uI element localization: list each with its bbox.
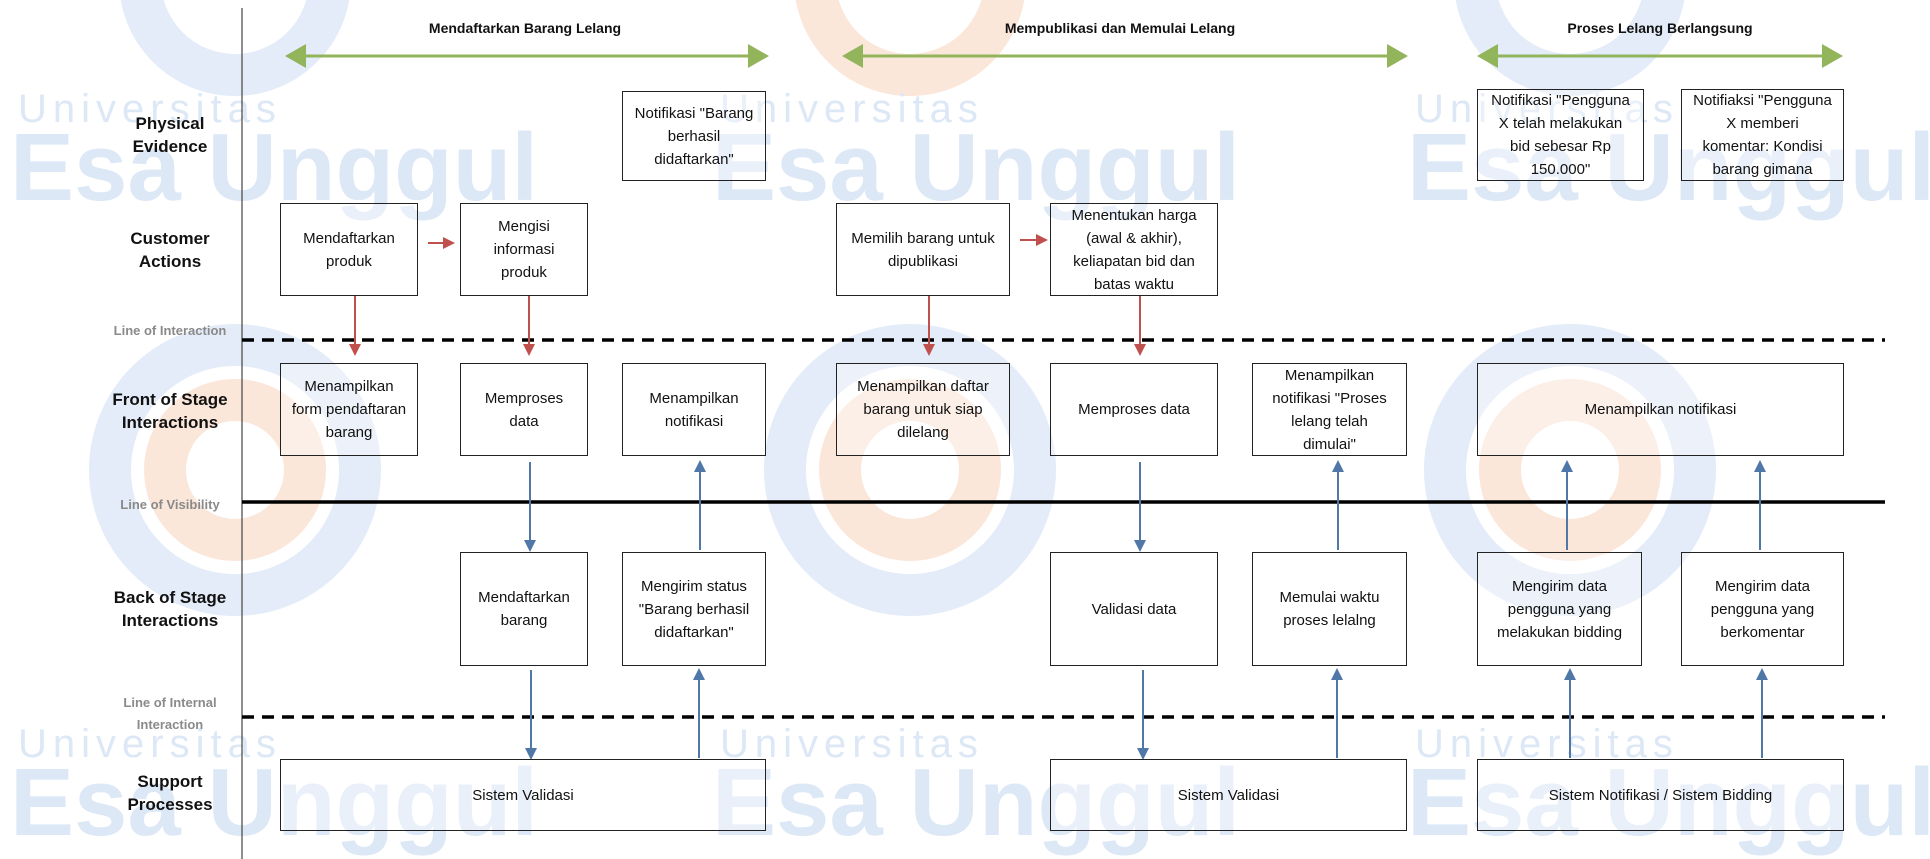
watermark-small: Universitas: [1415, 722, 1679, 766]
back-stage-box: Mengirim data pengguna yang berkomentar: [1681, 552, 1844, 666]
back-stage-box: Mengirim status "Barang berhasil didafta…: [622, 552, 766, 666]
back-stage-box: Mengirim data pengguna yang melakukan bi…: [1477, 552, 1642, 666]
watermark-large: Esa Unggul: [1407, 749, 1930, 856]
phase-label: Mempublikasi dan Memulai Lelang: [1004, 20, 1236, 36]
front-stage-box: Memproses data: [460, 363, 588, 456]
box-text: Sistem Validasi: [472, 786, 574, 804]
customer-action-box: Mendaftarkan produk: [280, 203, 418, 296]
line-label-visibility: Line of Visibility: [120, 497, 220, 512]
watermark-large: Esa Unggul: [10, 114, 538, 221]
front-stage-box: Menampilkan daftar barang untuk siap dil…: [836, 363, 1010, 456]
watermark-small: Universitas: [720, 87, 984, 131]
box-text: Memulai waktu proses lelalng: [1279, 589, 1380, 629]
customer-action-box: Menentukan harga (awal & akhir), keliapa…: [1050, 203, 1218, 296]
box-text: Mendaftarkan produk: [303, 229, 395, 270]
phase-label: Proses Lelang Berlangsung: [1567, 20, 1753, 36]
watermark-ring: [89, 324, 381, 616]
physical-evidence-box: Notifikasi "Pengguna X telah melakukan b…: [1477, 89, 1644, 181]
customer-action-box: Mengisi informasi produk: [460, 203, 588, 296]
row-label-front-of-stage: Front of Stage Interactions: [112, 390, 228, 432]
box-text: Menampilkan notifikasi: [1584, 401, 1737, 418]
watermark-ring: [1424, 324, 1716, 616]
box-text: Memilih barang untuk dipublikasi: [851, 229, 995, 270]
watermark-ring: [1455, 0, 1685, 96]
watermark-large: Esa Unggul: [712, 749, 1240, 856]
box-text: Menentukan harga (awal & akhir), keliapa…: [1071, 206, 1197, 293]
box-text: Sistem Validasi: [1177, 786, 1280, 804]
row-label-back-of-stage: Back of Stage Interactions: [113, 588, 227, 630]
box-text: Notifikasi "Barang berhasil didaftarkan": [634, 104, 754, 168]
front-stage-box: Menampilkan notifikasi: [1477, 363, 1844, 456]
box-text: Mengirim status "Barang berhasil didafta…: [638, 577, 750, 641]
box-text: Mengirim data pengguna yang berkomentar: [1710, 577, 1815, 641]
front-stage-box: Menampilkan form pendaftaran barang: [280, 363, 418, 456]
box-text: Memproses data: [484, 389, 564, 430]
phase-label: Mendaftarkan Barang Lelang: [428, 20, 622, 36]
box-text: Menampilkan form pendaftaran barang: [291, 378, 407, 441]
box-text: Menampilkan daftar barang untuk siap dil…: [857, 378, 989, 441]
watermark-ring: [795, 0, 1025, 96]
watermark-ring: [764, 324, 1056, 616]
box-text: Sistem Notifikasi / Sistem Bidding: [1548, 786, 1773, 804]
box-text: Mengisi informasi produk: [493, 218, 555, 281]
watermark-small: Universitas: [1415, 87, 1679, 131]
box-text: Mengirim data pengguna yang melakukan bi…: [1496, 577, 1623, 641]
box-text: Mendaftarkan barang: [478, 589, 570, 629]
watermark-small: Universitas: [720, 722, 984, 766]
box-text: Validasi data: [1091, 600, 1177, 618]
row-label-customer-actions: Customer Actions: [130, 229, 210, 271]
support-process-box: Sistem Validasi: [280, 759, 766, 831]
watermark-ring: [819, 379, 1001, 561]
back-stage-box: Mendaftarkan barang: [460, 552, 588, 666]
box-text: Notifikasi "Pengguna X telah melakukan b…: [1491, 92, 1630, 178]
support-process-box: Sistem Notifikasi / Sistem Bidding: [1477, 759, 1844, 831]
box-text: Notifiaksi "Pengguna X memberi komentar:…: [1693, 92, 1832, 178]
box-text: Menampilkan notifikasi: [649, 389, 739, 430]
box-text: Memproses data: [1078, 401, 1190, 418]
physical-evidence-box: Notifikasi "Barang berhasil didaftarkan": [622, 91, 766, 181]
watermark-ring: [120, 0, 350, 96]
customer-action-box: Memilih barang untuk dipublikasi: [836, 203, 1010, 296]
row-label-physical-evidence: Physical Evidence: [132, 114, 208, 156]
watermark-small: Universitas: [18, 722, 282, 766]
line-label-internal-interaction: Line of Internal Interaction: [123, 695, 217, 732]
back-stage-box: Memulai waktu proses lelalng: [1252, 552, 1407, 666]
front-stage-box: Menampilkan notifikasi: [622, 363, 766, 456]
front-stage-box: Menampilkan notifikasi "Proses lelang te…: [1252, 363, 1407, 456]
watermark-large: Esa Unggul: [1407, 114, 1930, 221]
watermark-large: Esa Unggul: [10, 749, 538, 856]
box-text: Menampilkan notifikasi "Proses lelang te…: [1272, 366, 1387, 453]
physical-evidence-box: Notifiaksi "Pengguna X memberi komentar:…: [1681, 89, 1844, 181]
row-label-support-processes: Support Processes: [127, 772, 213, 814]
watermark-ring: [144, 379, 326, 561]
front-stage-box: Memproses data: [1050, 363, 1218, 456]
line-label-interaction: Line of Interaction: [113, 323, 227, 338]
watermark-small: Universitas: [18, 87, 282, 131]
back-stage-box: Validasi data: [1050, 552, 1218, 666]
support-process-box: Sistem Validasi: [1050, 759, 1407, 831]
watermark-ring: [1479, 379, 1661, 561]
